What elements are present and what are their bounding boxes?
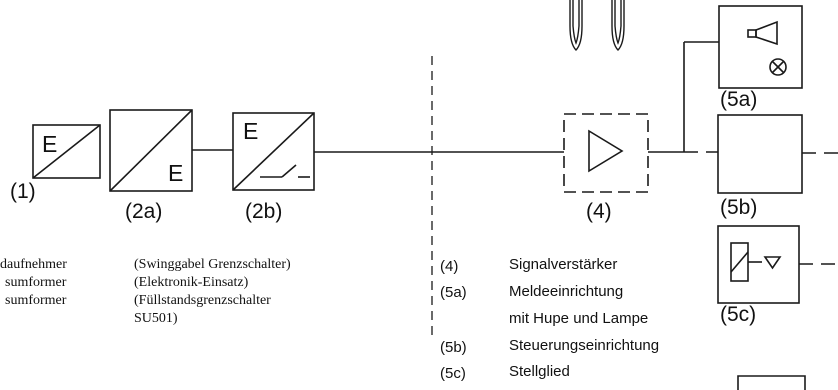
block-5a-signalling — [718, 5, 803, 89]
legend-code: (5a) — [440, 284, 467, 301]
block-5b-control — [717, 114, 803, 194]
legend-text: mit Hupe und Lampe — [509, 310, 649, 327]
label-2a: (2a) — [125, 200, 163, 223]
legend-text: Meldeeinrichtung — [509, 283, 624, 300]
legend-text: Stellglied — [509, 363, 570, 380]
block-4-amplifier — [563, 113, 649, 193]
legend-text: Signalverstärker — [509, 256, 618, 273]
block-2b-letter: E — [243, 118, 259, 144]
legend-code: (4) — [440, 258, 459, 275]
block-5c-actuator — [717, 225, 800, 304]
label-2b: (2b) — [245, 200, 283, 223]
horn-base — [747, 29, 757, 38]
label-5b: (5b) — [720, 196, 758, 219]
legend-middle-line: (Swinggabel Grenzschalter) — [134, 257, 291, 272]
legend-middle-line: (Füllstandsgrenzschalter — [134, 293, 271, 308]
partial-box — [737, 375, 806, 390]
legend-code: (5c) — [440, 365, 466, 382]
legend-text: Steuerungseinrichtung — [509, 337, 660, 354]
legend-code: (5b) — [440, 339, 467, 356]
valve-triangle-icon — [763, 256, 782, 270]
label-5a: (5a) — [720, 88, 758, 111]
label-1: (1) — [10, 180, 36, 203]
lamp-icon — [769, 58, 787, 76]
legend-left-line: sumformer — [5, 275, 67, 290]
legend-left-line: sumformer — [5, 293, 67, 308]
label-5c: (5c) — [720, 303, 757, 326]
block-1-sensor — [32, 124, 101, 179]
probe-tines-icon — [569, 0, 625, 51]
block-1-letter: E — [42, 131, 58, 157]
legend-middle-line: SU501) — [134, 311, 178, 326]
legend-middle-line: (Elektronik-Einsatz) — [134, 275, 249, 290]
label-4: (4) — [586, 200, 612, 223]
legend-left-line: daufnehmer — [0, 257, 67, 272]
block-2a-letter: E — [168, 160, 184, 186]
horn-icon — [755, 20, 778, 46]
